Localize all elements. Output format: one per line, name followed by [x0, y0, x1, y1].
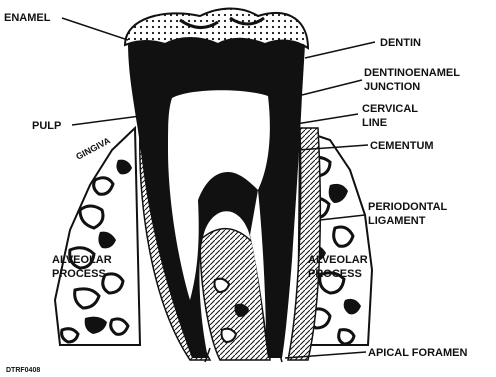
label-pulp: PULP: [32, 120, 61, 132]
label-cementum: CEMENTUM: [370, 140, 434, 152]
label-figure-code: DTRF0408: [6, 367, 40, 374]
label-alveolar-right-line1: ALVEOLAR: [308, 254, 368, 266]
label-periodontal-line1: PERIODONTAL: [368, 201, 448, 213]
label-cervical-line1: CERVICAL: [362, 103, 418, 115]
label-periodontal-line2: LIGAMENT: [368, 215, 426, 227]
label-alveolar-left-line2: PROCESS: [52, 268, 106, 280]
label-alveolar-left-line1: ALVEOLAR: [52, 254, 112, 266]
label-dej-line2: JUNCTION: [364, 81, 420, 93]
alveolar-bone-left: [55, 128, 140, 345]
label-apical-foramen: APICAL FORAMEN: [368, 347, 467, 359]
label-cervical-line2: LINE: [362, 117, 387, 129]
label-dentin: DENTIN: [380, 37, 421, 49]
label-dej-line1: DENTINOENAMEL: [364, 67, 460, 79]
label-alveolar-right-line2: PROCESS: [308, 268, 362, 280]
label-enamel: ENAMEL: [4, 12, 51, 24]
